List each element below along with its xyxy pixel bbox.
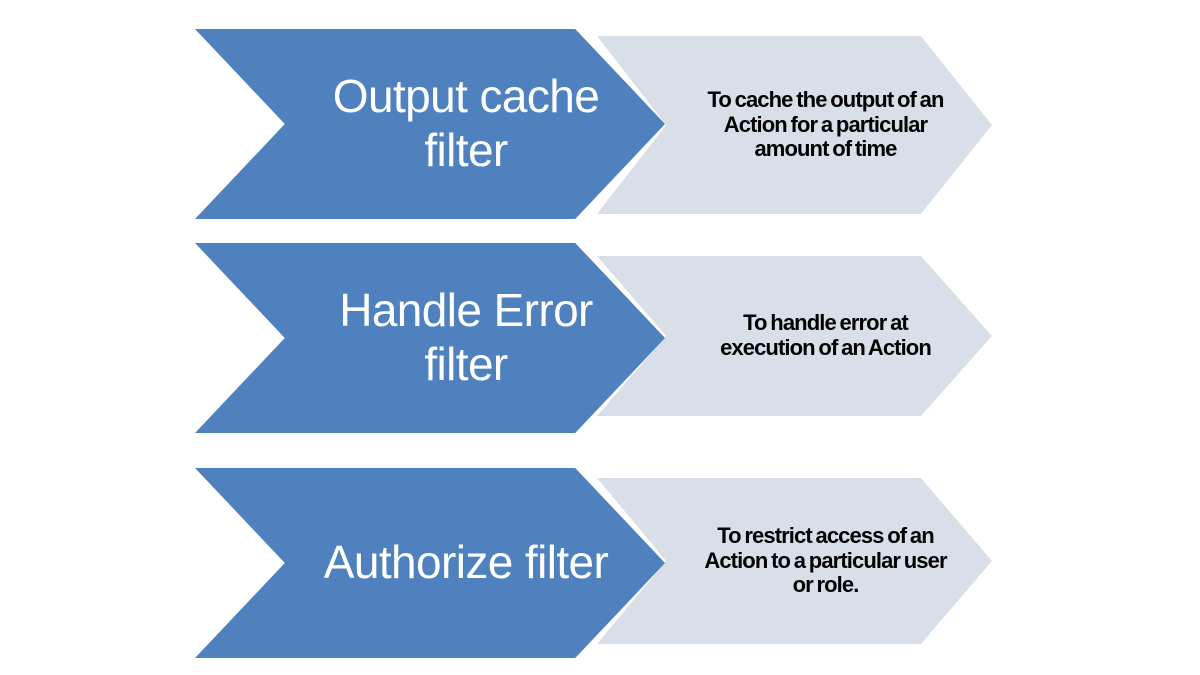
description-text: To restrict access of an Action to a par… bbox=[704, 523, 947, 598]
title-text: Output cache filter bbox=[332, 70, 600, 176]
title-text: Handle Error filter bbox=[339, 284, 593, 390]
description-text: To cache the output of an Action for a p… bbox=[707, 87, 944, 162]
description-text: To handle error at execution of an Actio… bbox=[720, 310, 932, 360]
title-chevron-handle-error-filter: Handle Error filter bbox=[195, 243, 665, 433]
title-chevron-authorize-filter: Authorize filter bbox=[195, 468, 665, 658]
title-text: Authorize filter bbox=[323, 536, 609, 589]
title-chevron-output-cache-filter: Output cache filter bbox=[195, 29, 665, 219]
